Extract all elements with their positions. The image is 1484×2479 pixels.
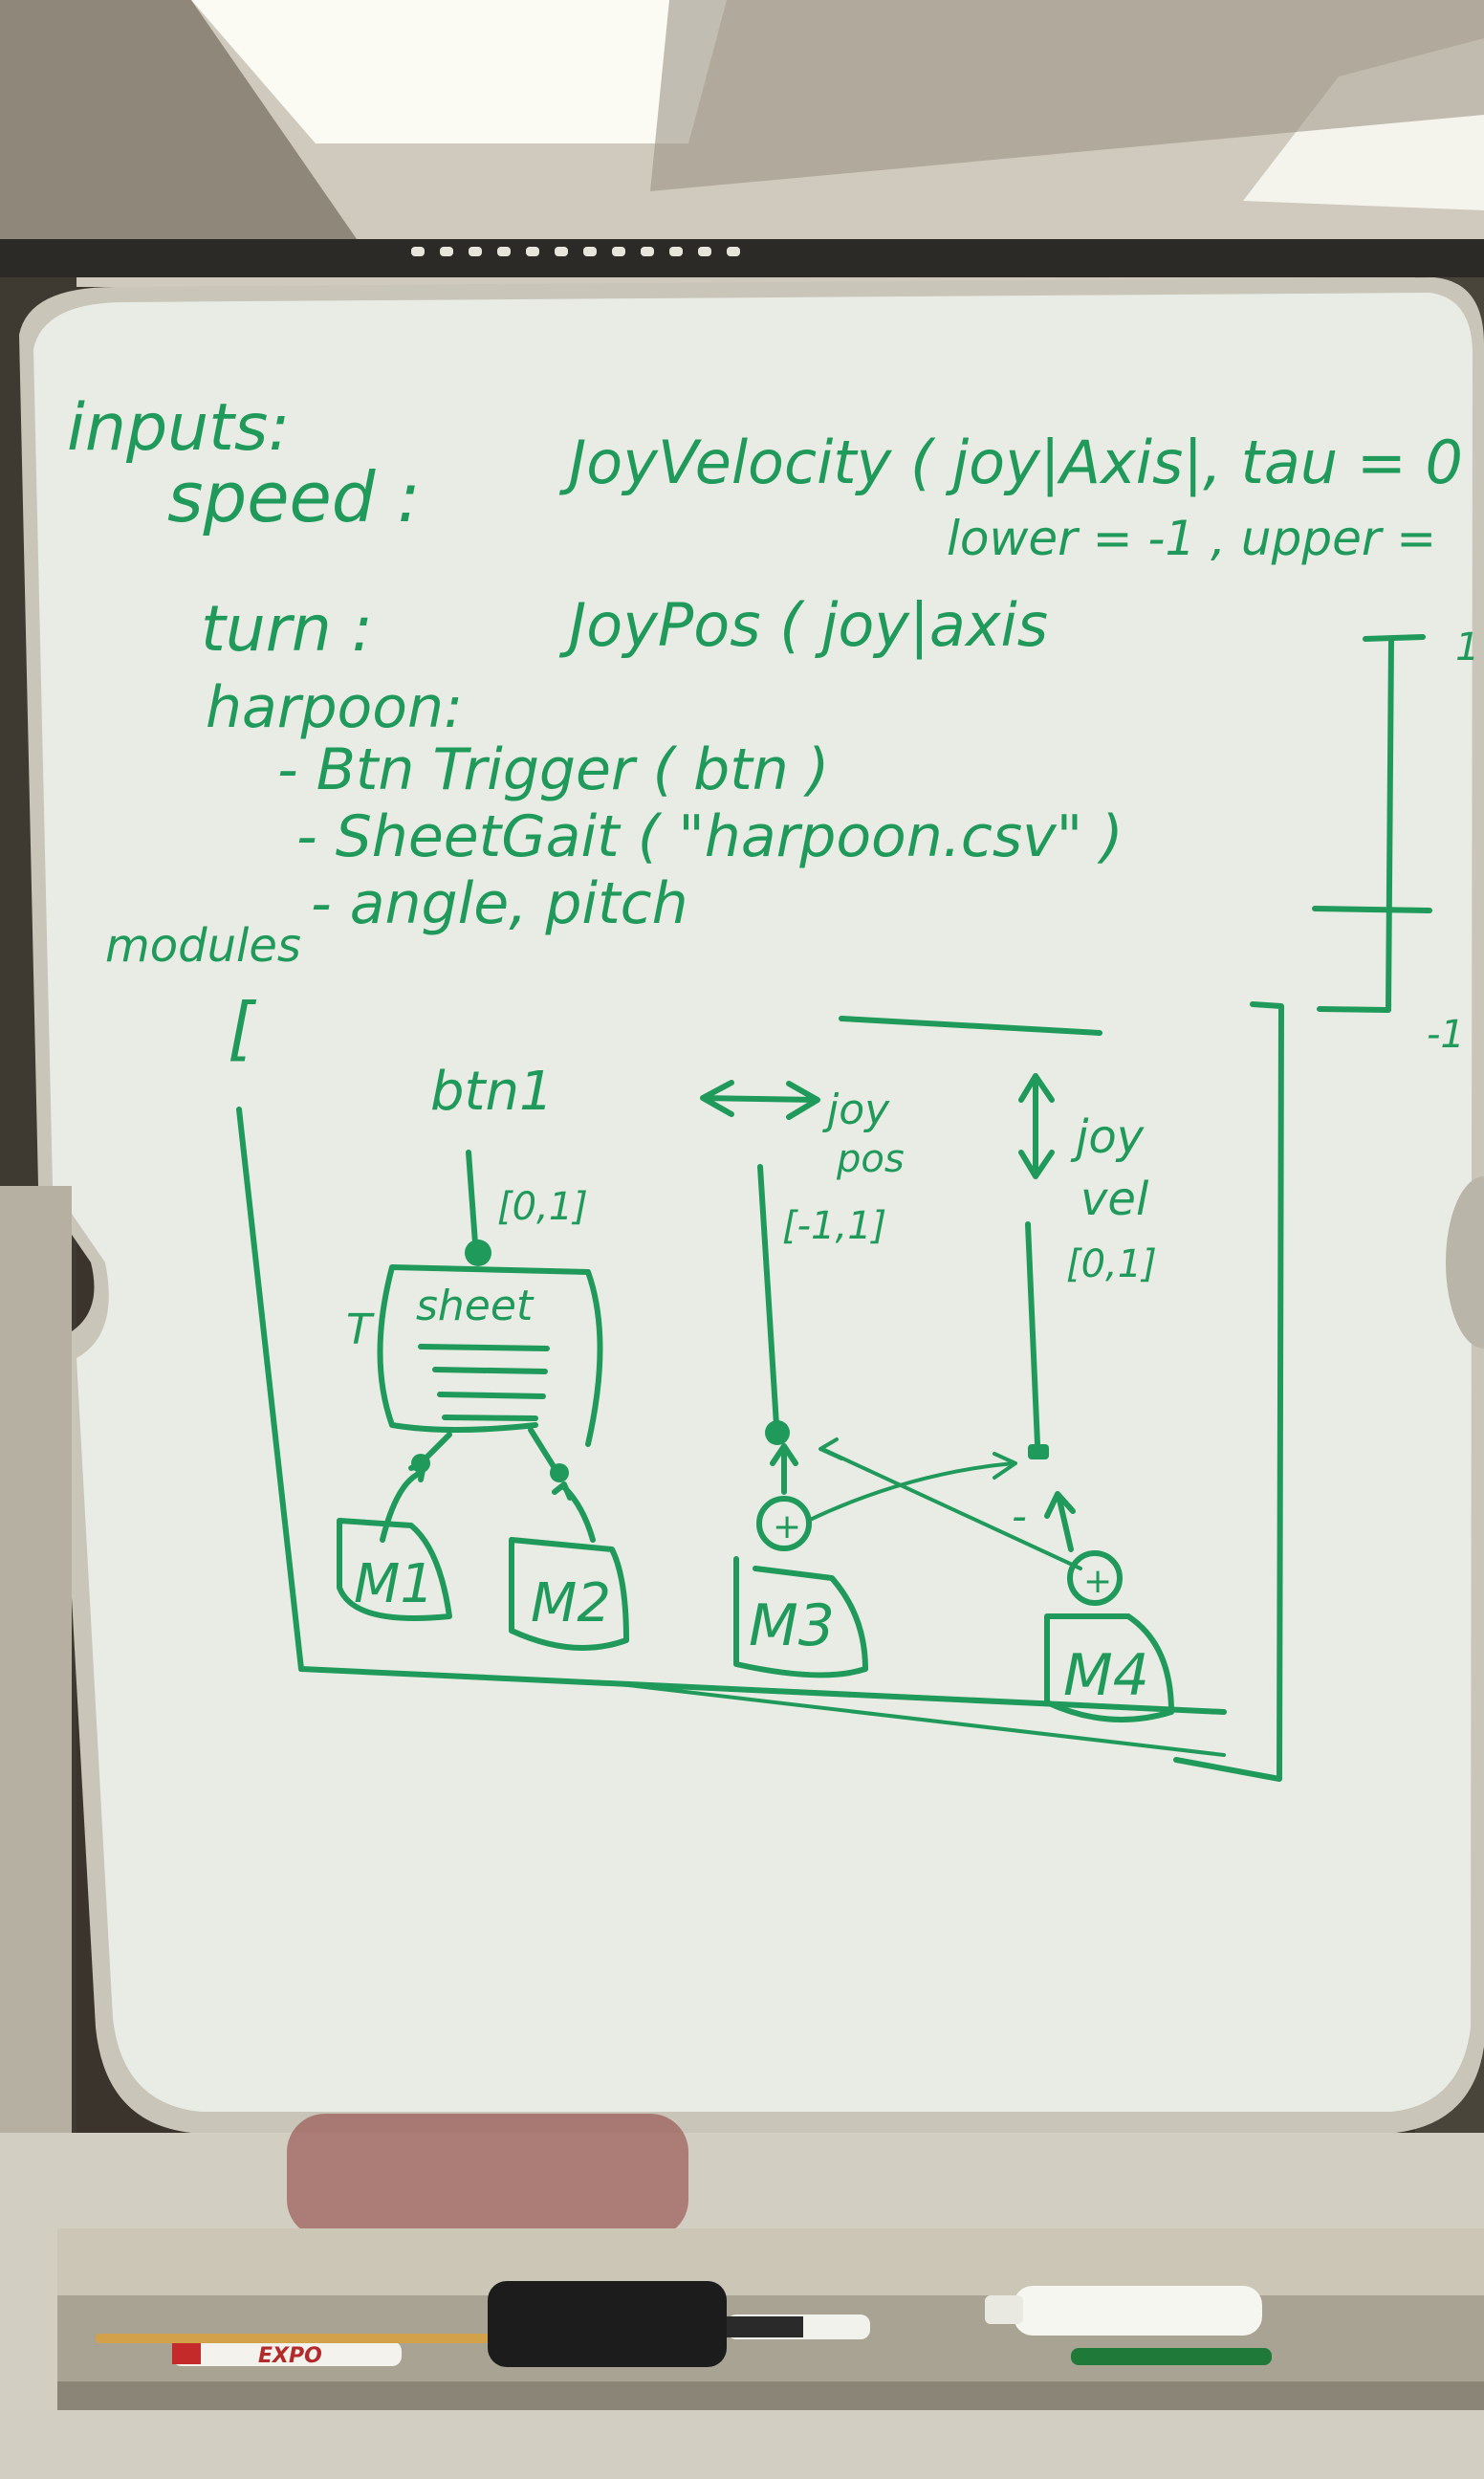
speed-bounds: lower = -1 , upper =	[947, 511, 1436, 566]
speed-value: JoyVelocity ( joy|Axis|, tau = 0	[558, 428, 1463, 498]
m4-minus: -	[1012, 1492, 1027, 1541]
harpoon-item-2: - SheetGait ( "harpoon.csv" )	[296, 803, 1124, 870]
sheet-label: sheet	[416, 1282, 535, 1330]
scale-bar: 1 -1	[1312, 625, 1479, 1057]
scale-bottom-label: -1	[1427, 1013, 1465, 1057]
expo-marker	[172, 2341, 402, 2366]
joy-vel-label-1: joy	[1070, 1110, 1145, 1164]
ceiling	[0, 0, 1484, 287]
btn-range: [0,1]	[497, 1185, 588, 1229]
harpoon-label: harpoon:	[206, 674, 463, 741]
module-m2: M2	[531, 1572, 611, 1634]
m4-plus: +	[1083, 1562, 1112, 1601]
module-m3: M3	[749, 1592, 835, 1659]
scale-top-label: 1	[1455, 625, 1479, 669]
module-m4: M4	[1063, 1642, 1149, 1709]
joy-vel-range: [0,1]	[1066, 1242, 1157, 1286]
stand	[0, 1186, 1484, 2479]
spray-bottle	[1014, 2286, 1262, 2336]
turn-label: turn :	[201, 592, 373, 666]
m3-plus: +	[773, 1507, 801, 1547]
whiteboard	[19, 277, 1484, 2133]
modules-label: modules	[105, 919, 301, 973]
speed-label: speed :	[167, 457, 421, 537]
eraser	[488, 2281, 727, 2367]
btn-label: btn1	[430, 1061, 554, 1123]
joy-pos-range: [-1,1]	[782, 1204, 886, 1248]
sheet-side-label: T	[346, 1305, 375, 1354]
joy-pos-label-1: joy	[822, 1086, 890, 1134]
expo-marker-label: EXPO	[258, 2344, 322, 2368]
joy-pos-label-2: pos	[836, 1137, 905, 1181]
inputs-section: inputs: speed : JoyVelocity ( joy|Axis|,…	[67, 390, 1463, 1068]
module-m1: M1	[354, 1553, 434, 1615]
modules-diagram: btn1 [0,1] sheet T M1 M2 joy pos [-1,1]	[236, 1001, 1284, 1782]
marker-tray: EXPO	[96, 2281, 1272, 2368]
turn-value: JoyPos ( joy|axis	[558, 590, 1048, 661]
harpoon-item-3: - angle, pitch	[311, 870, 688, 937]
inputs-heading: inputs:	[67, 390, 290, 466]
marker-green	[1071, 2348, 1272, 2365]
harpoon-item-1: - Btn Trigger ( btn )	[277, 736, 829, 803]
modules-bracket: [	[228, 988, 257, 1068]
joy-vel-label-2: vel	[1080, 1173, 1149, 1226]
